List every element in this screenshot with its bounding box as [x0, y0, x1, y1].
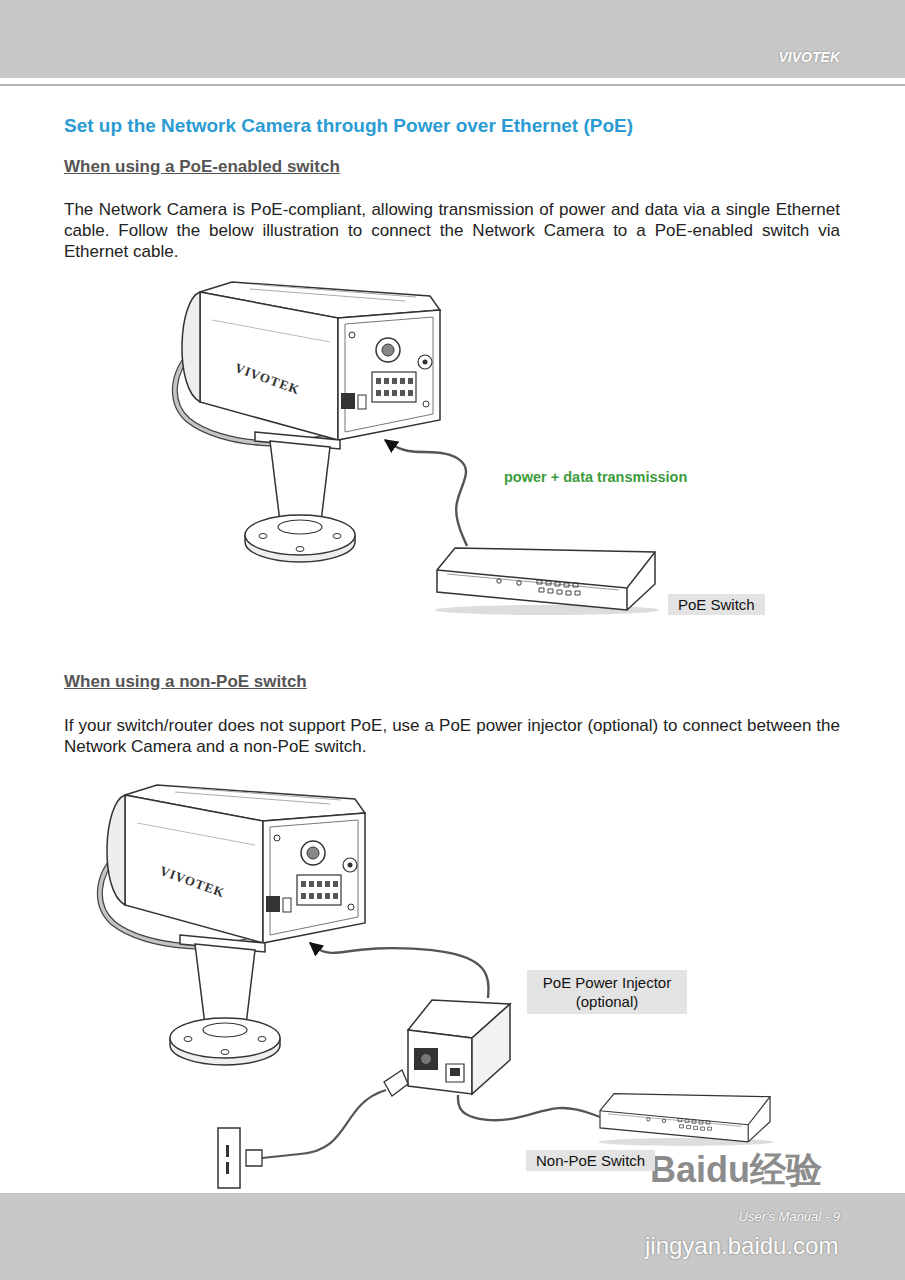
poe-injector: PoE Power Injector (optional) [408, 998, 510, 1095]
camera-logo: VIVOTEK [233, 360, 303, 398]
watermark: jingyan.baidu.com [645, 1232, 838, 1260]
watermark: Baidu经验 [650, 1146, 822, 1195]
page-number: User's Manual - 9 [700, 1209, 840, 1224]
injector-side [472, 1004, 510, 1094]
cord-plug [384, 1070, 408, 1096]
injector-front [408, 1030, 472, 1094]
camera: VIVOTEK [180, 282, 440, 440]
poe-switch: PoE Switch [437, 546, 657, 614]
ethernet-cable [385, 440, 467, 546]
section-heading: When using a PoE-enabled switch [64, 157, 340, 177]
non-poe-switch [598, 1094, 773, 1146]
poe-injector [408, 1000, 510, 1094]
outlet-slot [226, 1145, 229, 1157]
camera: VIVOTEK [105, 785, 365, 943]
non-poe-switch: Non-PoE Switch [600, 1092, 772, 1145]
body-text: The Network Camera is PoE-compliant, all… [64, 199, 840, 262]
brand-name: VIVOTEK [700, 49, 840, 65]
page-title: Set up the Network Camera through Power … [64, 115, 633, 137]
device-label: Non-PoE Switch [526, 1150, 655, 1171]
ac-inlet [414, 1048, 438, 1070]
device-label: PoE Power Injector (optional) [527, 970, 687, 1014]
header-rule [0, 84, 905, 86]
body-text: If your switch/router does not support P… [64, 715, 840, 757]
camera-logo: VIVOTEK [158, 863, 228, 901]
rj45-port [446, 1064, 464, 1082]
power-cord [218, 1070, 408, 1188]
ac-inlet [421, 1054, 431, 1064]
cable-label: power + data transmission [504, 469, 687, 485]
device-label: PoE Switch [668, 594, 765, 615]
outlet-slot [226, 1162, 229, 1174]
wall-outlet [218, 1128, 240, 1188]
ethernet-cable [310, 943, 489, 998]
section-heading: When using a non-PoE switch [64, 672, 307, 692]
camera [175, 282, 440, 562]
poe-switch [435, 548, 659, 615]
rj45-port [450, 1068, 460, 1076]
wall-plug [246, 1150, 262, 1166]
ethernet-cable [458, 1095, 600, 1120]
header-bar [0, 0, 905, 78]
camera [100, 785, 365, 1065]
footer-bar [0, 1193, 905, 1280]
power-cord-wire [262, 1090, 386, 1158]
